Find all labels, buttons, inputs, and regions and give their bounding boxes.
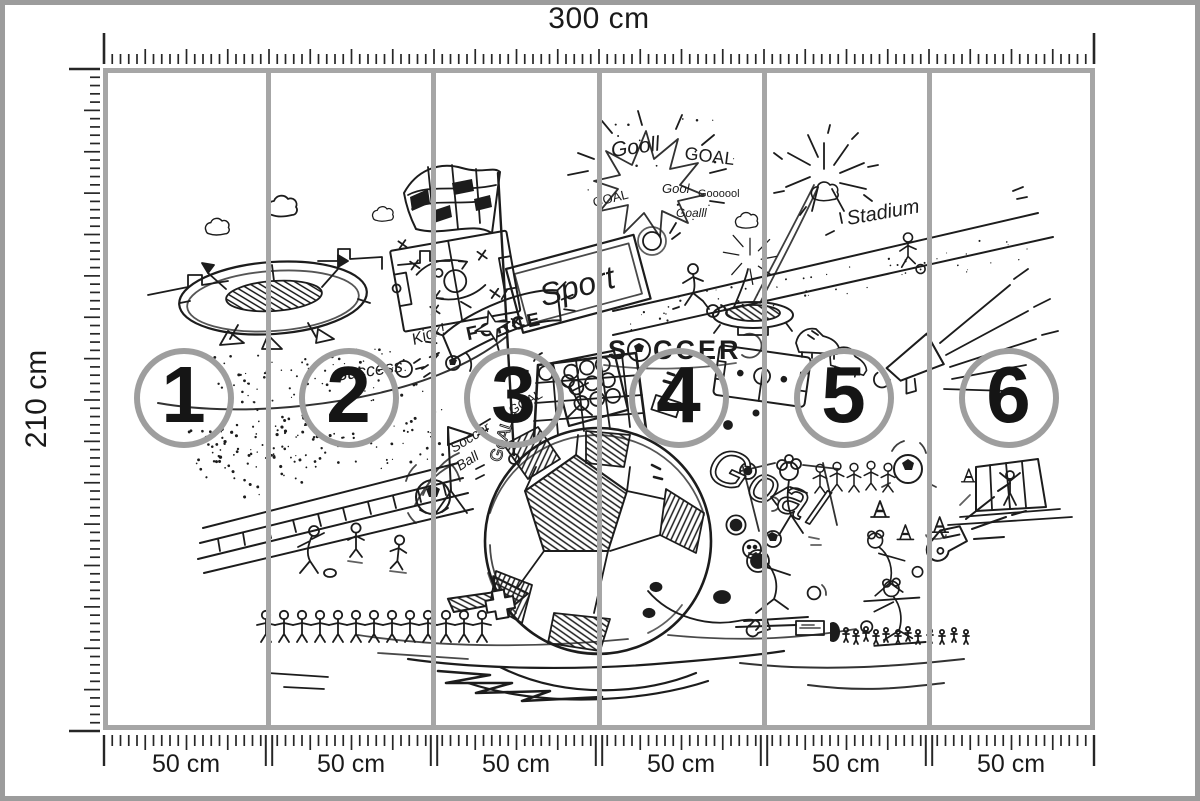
sliding-kid-2 xyxy=(863,529,924,603)
panel-width-label-6: 50 cm xyxy=(976,750,1046,778)
cord-whistle-doodle xyxy=(642,581,771,638)
ball-shadow-doodle xyxy=(267,628,965,703)
panel-width-label-4: 50 cm xyxy=(646,750,716,778)
right-goal-doodle xyxy=(947,458,1073,526)
panel-divider-2 xyxy=(431,73,437,725)
svg-text:Goalll: Goalll xyxy=(676,206,707,220)
panel-number-6: 6 xyxy=(958,348,1059,448)
mural-preview: FORCE Sport Gooll GOAL Gool xyxy=(103,68,1095,730)
tactics-board-doodle xyxy=(389,229,522,333)
curly-kid-doodle xyxy=(740,454,840,548)
panel-divider-1 xyxy=(265,73,271,725)
svg-text:Stadium: Stadium xyxy=(845,196,921,230)
panel-number-5: 5 xyxy=(793,348,894,448)
players-trio-doodle xyxy=(297,522,409,578)
panel-divider-5 xyxy=(927,73,933,725)
speck-band-doodle xyxy=(189,416,316,471)
panel-width-label-3: 50 cm xyxy=(481,750,551,778)
svg-text:Kick!: Kick! xyxy=(410,321,449,349)
fireworks-doodle xyxy=(712,124,879,336)
ball-basket-doodle xyxy=(551,349,630,428)
panel-width-label-2: 50 cm xyxy=(316,750,386,778)
panel-number-3: 3 xyxy=(463,348,564,448)
bottom-ruler-ticks xyxy=(102,735,1096,766)
sliding-kid-1 xyxy=(735,539,827,628)
bouncing-ball-doodle xyxy=(881,440,937,488)
svg-text:Sport: Sport xyxy=(536,259,620,314)
whistle-doodle xyxy=(925,482,1027,562)
svg-text:Goooool: Goooool xyxy=(698,188,740,200)
sport-sign-doodle: Sport xyxy=(460,233,652,355)
tiny-spectators-doodle xyxy=(795,620,970,645)
goal-burst-doodle: Gooll GOAL Gool Goooool GOAL Goalll xyxy=(567,110,839,256)
panel-number-4: 4 xyxy=(628,348,729,448)
panel-number-1: 1 xyxy=(133,348,234,448)
plus-doodle xyxy=(484,588,517,621)
goal-bubble-doodle: Goal xyxy=(698,434,838,540)
kneeling-kid-doodle xyxy=(860,577,927,647)
panel-width-label-5: 50 cm xyxy=(811,750,881,778)
svg-text:Gool: Gool xyxy=(662,181,691,196)
total-width-label: 300 cm xyxy=(548,2,650,35)
panel-divider-3 xyxy=(596,73,602,725)
panel-number-2: 2 xyxy=(298,348,399,448)
svg-text:Goal: Goal xyxy=(699,435,838,539)
top-ruler-ticks xyxy=(102,33,1096,64)
cones-doodle xyxy=(869,468,977,541)
panel-width-label-1: 50 cm xyxy=(151,750,221,778)
left-ruler-ticks xyxy=(69,67,100,733)
panel-divider-4 xyxy=(761,73,767,725)
